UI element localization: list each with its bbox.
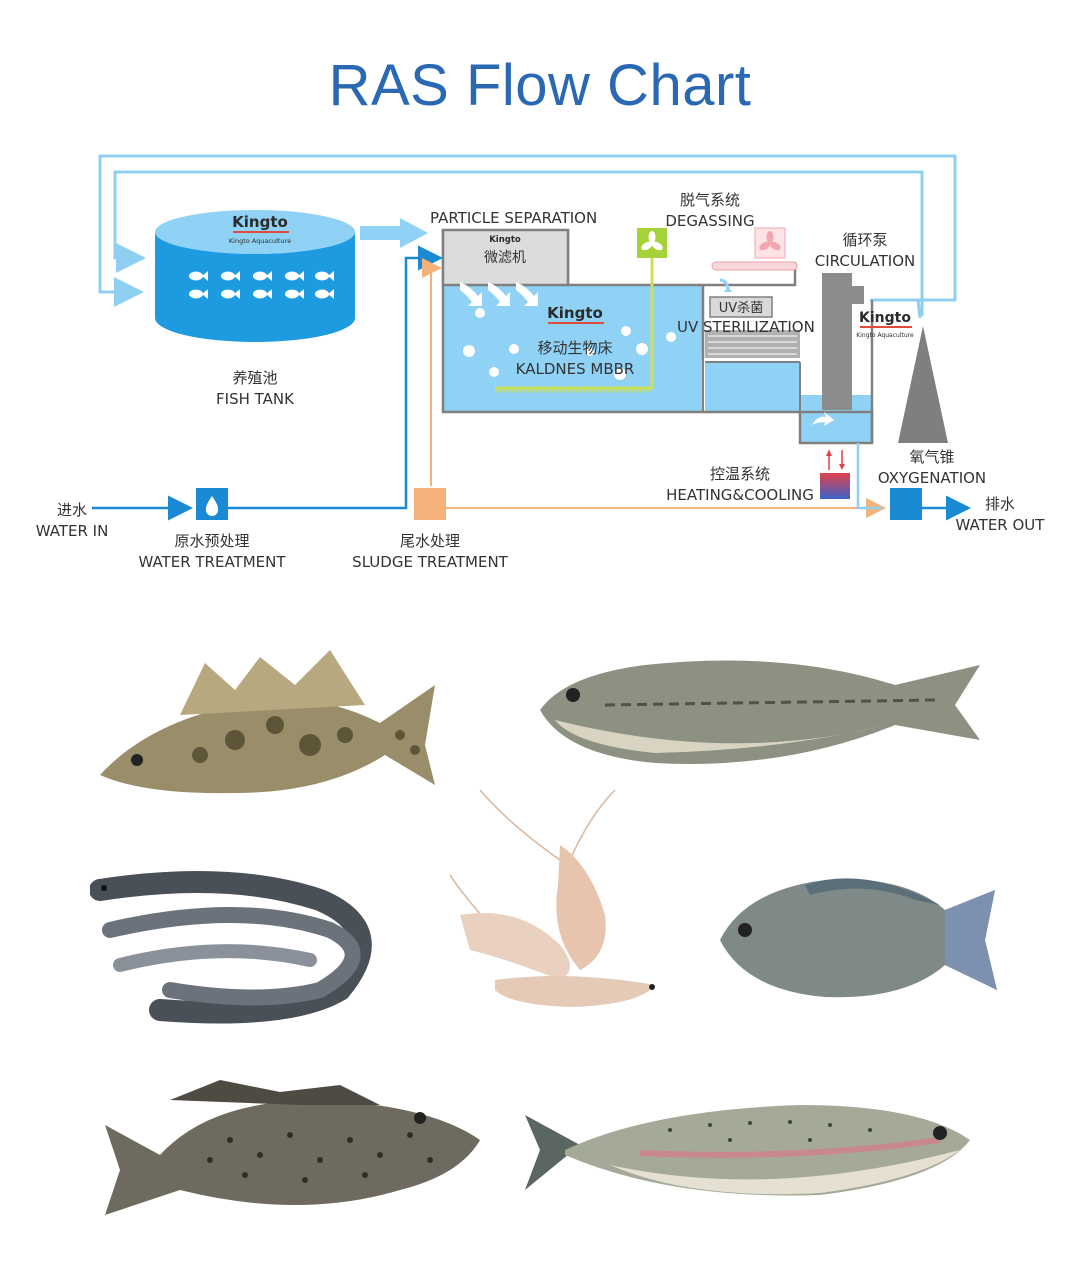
sludge-line bbox=[422, 258, 886, 518]
mandarin-fish-icon bbox=[100, 650, 435, 794]
water-out-box bbox=[890, 488, 922, 520]
micro-filter-label: 微滤机 bbox=[484, 250, 526, 266]
degassing-fan-icon bbox=[637, 228, 667, 258]
mbbr-logo: Kingto bbox=[547, 304, 603, 322]
water-out-line bbox=[856, 443, 882, 510]
oxygen-cone bbox=[898, 326, 948, 443]
media-grid bbox=[705, 330, 800, 358]
bass-icon bbox=[540, 660, 980, 764]
cone-logo-subtitle: Kingto Aquaculture bbox=[856, 332, 914, 339]
flow-arrow-icon bbox=[360, 218, 428, 248]
return-pipes bbox=[98, 154, 957, 319]
circulation-pump bbox=[822, 273, 852, 410]
water-drop-icon bbox=[205, 496, 219, 516]
fish-tank: Kingto Kingto Aquaculture bbox=[155, 210, 355, 342]
trout-icon bbox=[525, 1105, 970, 1196]
cone-logo: Kingto bbox=[859, 310, 911, 326]
uv-label-cn: UV杀菌 bbox=[719, 301, 763, 316]
ras-flow-diagram: Kingto Kingto Aquaculture Kingto 微滤机 bbox=[92, 154, 971, 521]
uv-sterilization-label: UV STERILIZATION bbox=[677, 318, 815, 336]
degassing-fan-icon-2 bbox=[754, 227, 786, 259]
bubble-icons bbox=[463, 308, 676, 380]
tank-logo: Kingto bbox=[232, 213, 288, 231]
grouper-icon bbox=[105, 1080, 480, 1215]
shrimp-icon bbox=[449, 789, 655, 1007]
page-title: RAS Flow Chart bbox=[328, 53, 752, 118]
tank-logo-subtitle: Kingto Aquaculture bbox=[229, 237, 291, 245]
tilapia-icon bbox=[720, 878, 997, 998]
treatment-unit: Kingto 微滤机 Kingto UV杀菌 bbox=[441, 228, 948, 445]
filter-logo: Kingto bbox=[489, 235, 521, 245]
eel-icon bbox=[90, 871, 372, 1024]
down-arrow-icons bbox=[460, 282, 538, 306]
sludge-treatment-box bbox=[414, 488, 446, 520]
micro-filter bbox=[441, 228, 570, 287]
fish-icon-group bbox=[189, 271, 334, 299]
uv-sterilizer bbox=[709, 296, 773, 318]
heating-cooling-unit bbox=[820, 450, 850, 499]
particle-separation-label: PARTICLE SEPARATION bbox=[430, 209, 598, 227]
